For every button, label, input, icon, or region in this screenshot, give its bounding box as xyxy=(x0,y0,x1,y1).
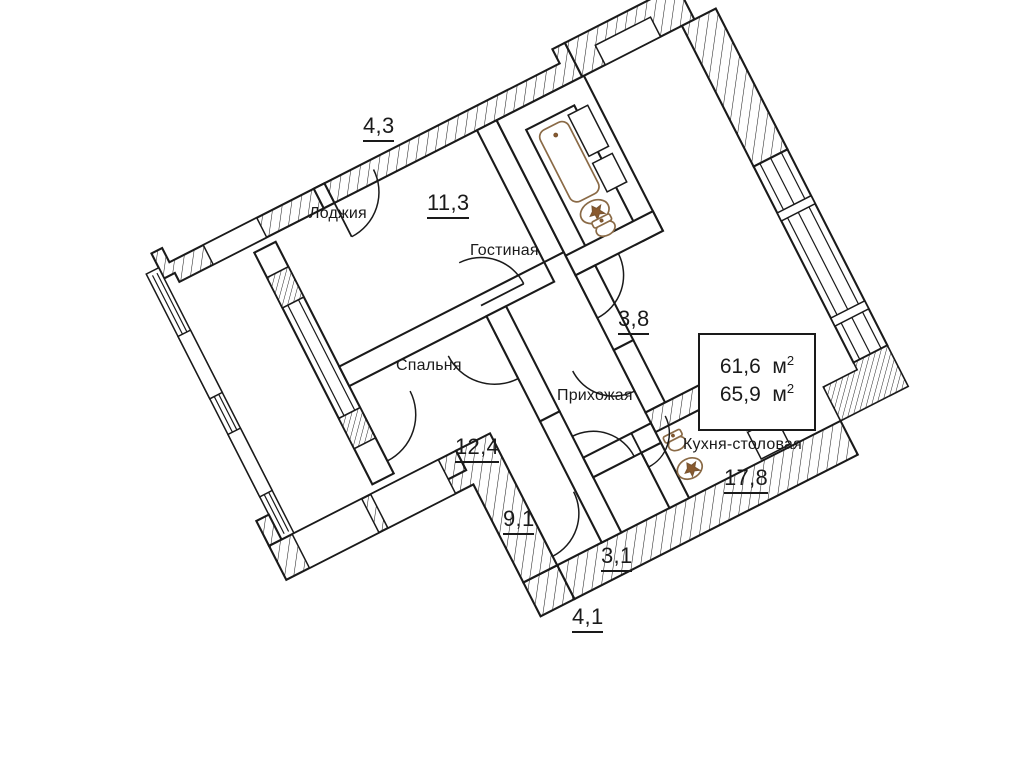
area-label-wc: 3,1 xyxy=(601,545,633,572)
total-area-box: 61,6 м2 65,9 м2 xyxy=(698,333,816,431)
room-name-hall: Прихожая xyxy=(557,387,633,404)
total-area-line-1: 61,6 м2 xyxy=(720,353,794,381)
area-label-kitchen: 17,8 xyxy=(724,467,769,494)
bathtub-icon xyxy=(538,120,600,203)
doors xyxy=(328,169,671,557)
windows xyxy=(176,16,662,570)
room-living xyxy=(312,118,566,388)
area-label-bathroom: 3,8 xyxy=(618,308,650,335)
area-label-loggia: 4,3 xyxy=(363,115,395,142)
plan-geometry-group xyxy=(145,0,910,618)
total-area-value-1: 61,6 xyxy=(719,355,761,379)
area-label-hall: 9,1 xyxy=(503,508,535,535)
area-label-bedroom: 12,4 xyxy=(455,436,500,463)
room-hall xyxy=(485,304,623,544)
sink-icon xyxy=(676,456,704,481)
toilet-icon xyxy=(662,428,687,452)
total-area-value-2: 65,9 xyxy=(719,383,761,406)
toilet-icon xyxy=(591,213,616,238)
room-name-kitchen: Кухня-столовая xyxy=(683,436,802,453)
room-name-living: Гостиная xyxy=(470,242,539,259)
room-name-loggia: Лоджия xyxy=(309,205,367,222)
total-area-unit-2: м2 xyxy=(766,381,795,406)
room-bathroom xyxy=(495,74,665,277)
area-label-utility: 4,1 xyxy=(572,606,604,633)
room-name-bedroom: Спальня xyxy=(396,357,462,374)
area-label-living: 11,3 xyxy=(427,192,470,219)
total-area-line-2: 65,9 м2 xyxy=(720,381,794,409)
total-area-unit-1: м2 xyxy=(766,353,795,379)
